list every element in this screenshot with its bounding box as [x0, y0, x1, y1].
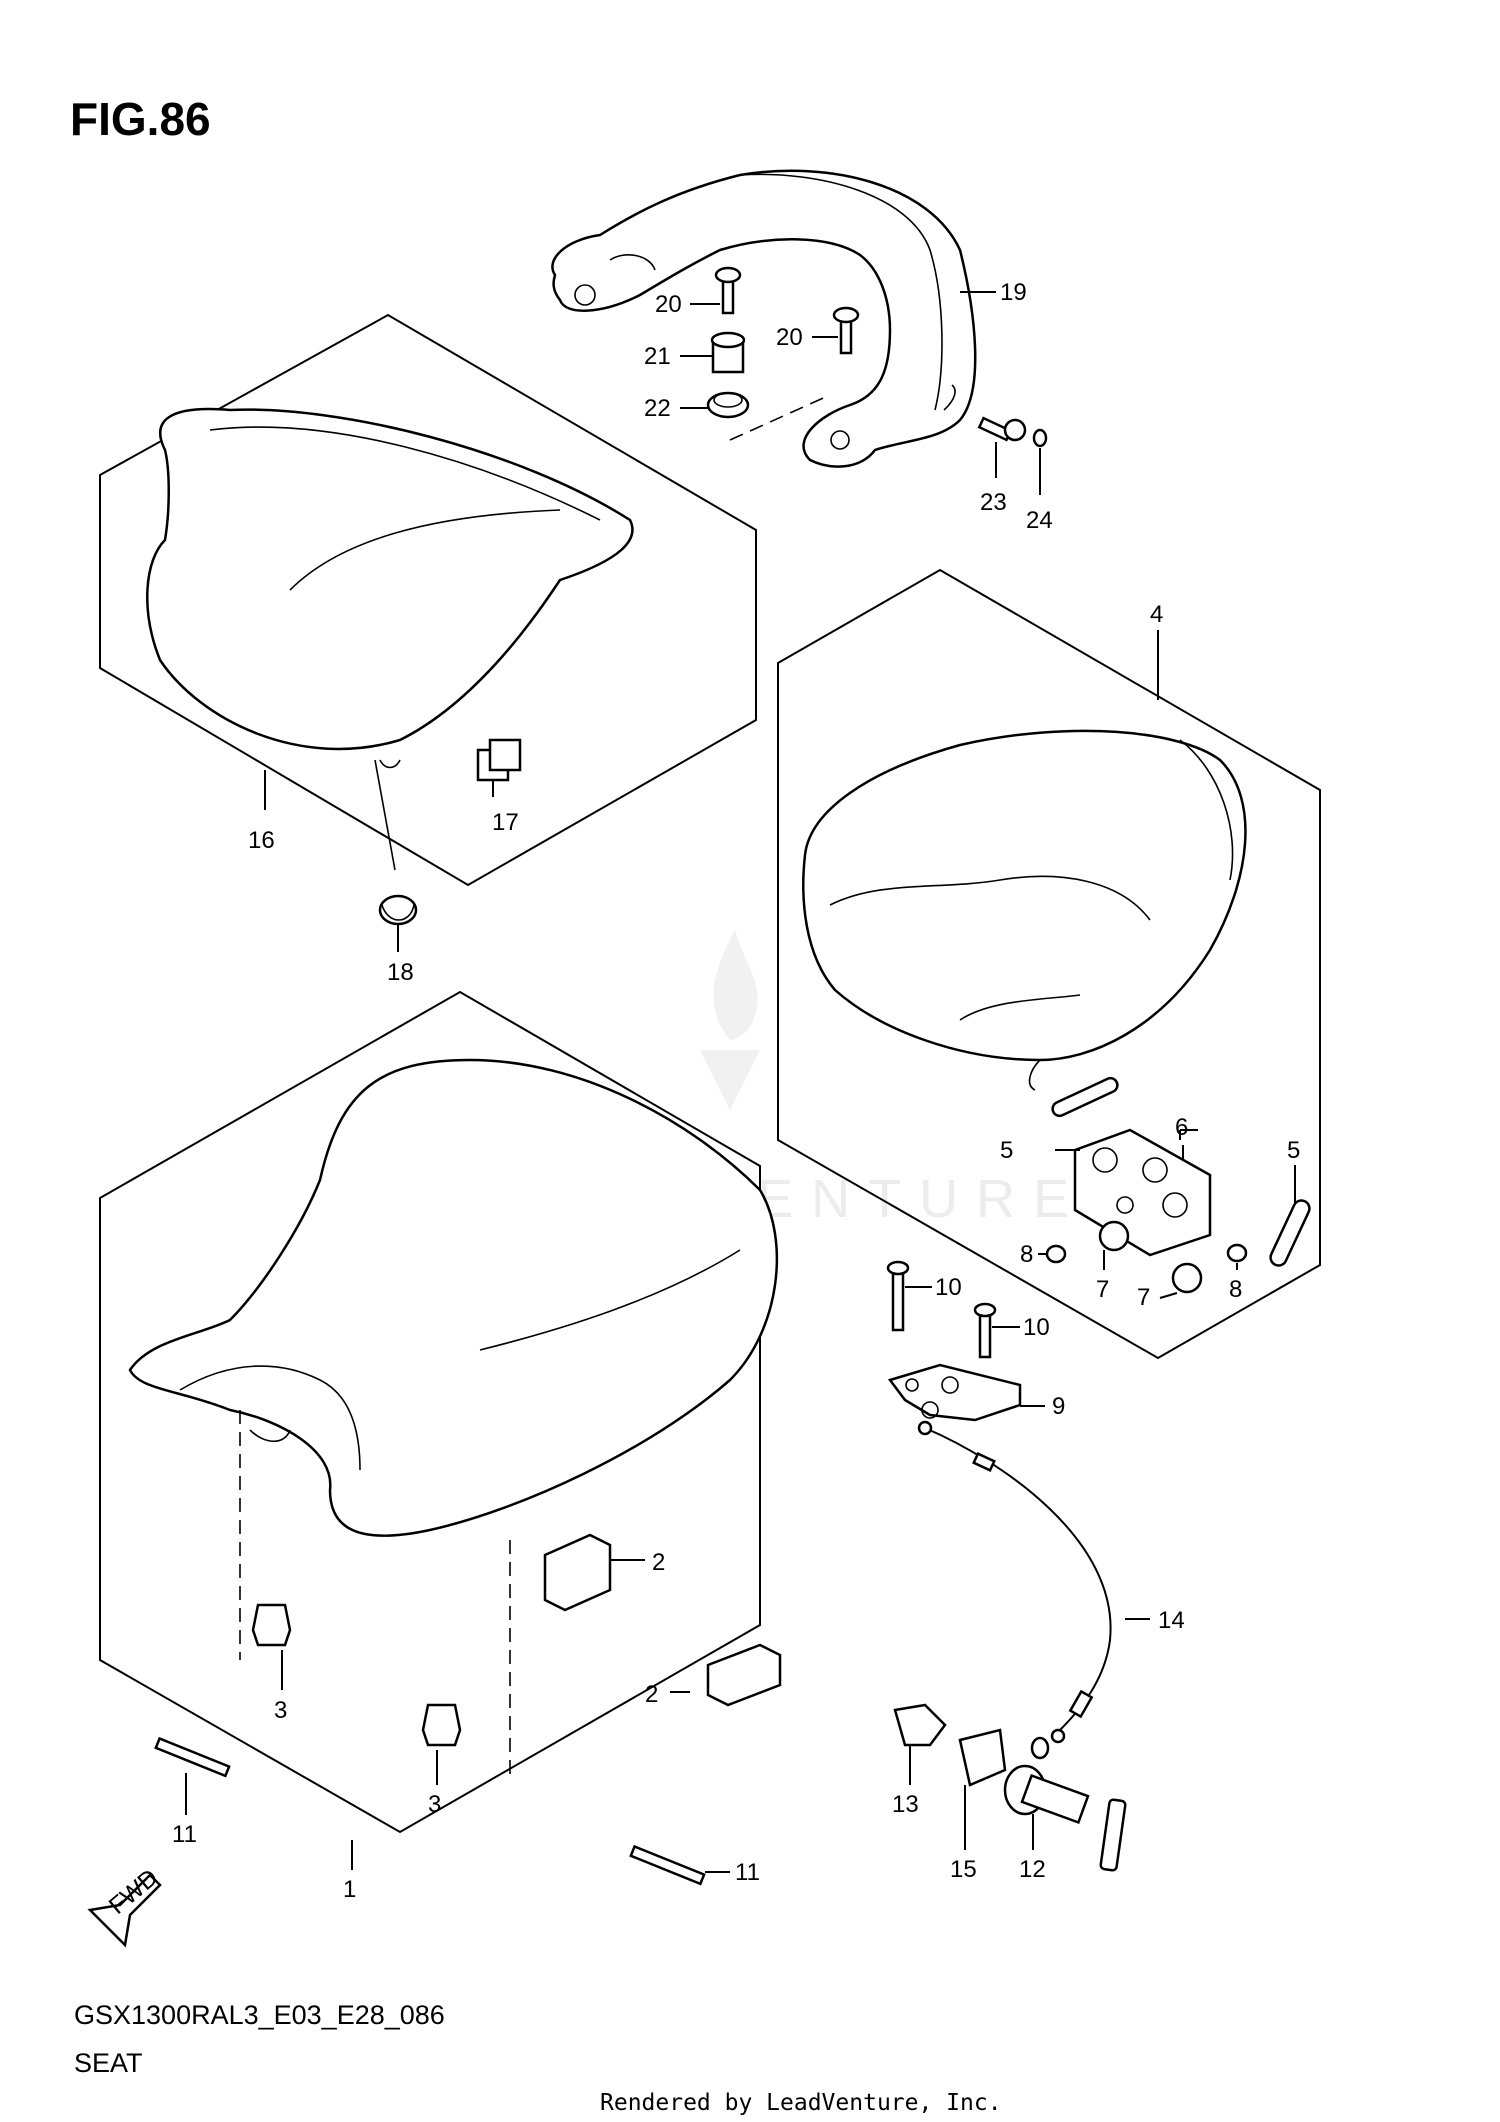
rider-seat-group [99, 990, 782, 1886]
leader-lines [185, 303, 1296, 1873]
section-name: SEAT [74, 2048, 143, 2078]
callout-6: 6 [1175, 1114, 1188, 1141]
spacer-7a [1098, 1220, 1130, 1252]
fwd-arrow-icon: FWD [87, 1864, 163, 1948]
bolt-11b [629, 1844, 706, 1886]
bolt-10a [891, 1268, 905, 1332]
nut-8a [1045, 1244, 1067, 1264]
clip-13 [893, 1703, 947, 1747]
grab-rail [551, 169, 977, 468]
passenger-seat [146, 407, 634, 751]
figure-title: FIG.86 [70, 93, 211, 145]
callout-22: 22 [644, 395, 671, 422]
seat-lock-cable [924, 1427, 1112, 1731]
model-code: GSX1300RAL3_E03_E28_086 [74, 2000, 445, 2030]
callout-12: 12 [1019, 1856, 1046, 1883]
callout-20b: 20 [776, 324, 803, 351]
callout-21: 21 [644, 343, 671, 370]
callout-4: 4 [1150, 601, 1163, 628]
solo-seat-cover [802, 729, 1247, 1062]
grommet-22 [706, 391, 750, 419]
passenger-seat-group [99, 313, 757, 926]
callout-2b: 2 [645, 1681, 658, 1708]
cover-15 [958, 1728, 1007, 1787]
callout-11a: 11 [172, 1821, 197, 1848]
callout-24: 24 [1026, 507, 1053, 534]
callout-3a: 3 [274, 1697, 287, 1724]
callout-19: 19 [1000, 279, 1027, 306]
rendered-by-footer: Rendered by LeadVenture, Inc. [600, 2090, 1002, 2116]
strap-5a [1051, 1076, 1119, 1118]
callout-15: 15 [950, 1856, 977, 1883]
callout-1: 1 [343, 1876, 356, 1903]
strap-5b [1269, 1199, 1311, 1267]
cushion-3a [251, 1603, 292, 1647]
rider-seat [128, 1058, 779, 1537]
seat-latch-plate [1073, 1128, 1212, 1257]
callout-5b: 5 [1287, 1137, 1300, 1164]
callout-7b: 7 [1137, 1284, 1150, 1311]
cushion-3b [421, 1703, 462, 1747]
bolt-11a [154, 1736, 231, 1778]
washer-24 [1032, 428, 1048, 448]
callout-13: 13 [892, 1791, 919, 1818]
callout-8a: 8 [1020, 1241, 1033, 1268]
callout-7a: 7 [1096, 1276, 1109, 1303]
rubber-mount-2a [543, 1533, 612, 1612]
callout-10b: 10 [1023, 1314, 1050, 1341]
callout-14: 14 [1158, 1607, 1185, 1634]
nut-8b [1226, 1243, 1248, 1263]
callout-8b: 8 [1229, 1276, 1242, 1303]
key [1099, 1798, 1127, 1872]
callout-9: 9 [1052, 1393, 1065, 1420]
callout-11b: 11 [735, 1859, 760, 1886]
callout-23: 23 [980, 489, 1007, 516]
seat-lock [887, 1363, 1022, 1422]
callout-18: 18 [387, 959, 414, 986]
spacer-7b [1171, 1262, 1203, 1294]
watermark-logo [700, 930, 760, 1110]
callout-2a: 2 [652, 1549, 665, 1576]
callout-16: 16 [248, 827, 275, 854]
callout-numbers: 1 2 2 3 3 4 5 5 6 7 7 8 8 9 10 10 11 11 … [172, 279, 1300, 1903]
rubber-mount-2b [706, 1643, 782, 1707]
bolt-10b [978, 1310, 992, 1359]
callout-17: 17 [492, 809, 519, 836]
grab-rail-group [551, 169, 1048, 468]
callout-3b: 3 [428, 1791, 441, 1818]
seat-lock-group [886, 1260, 1127, 1872]
callout-10a: 10 [935, 1274, 962, 1301]
solo-seat-group [777, 568, 1321, 1360]
callout-20a: 20 [655, 291, 682, 318]
callout-5a: 5 [1000, 1137, 1013, 1164]
